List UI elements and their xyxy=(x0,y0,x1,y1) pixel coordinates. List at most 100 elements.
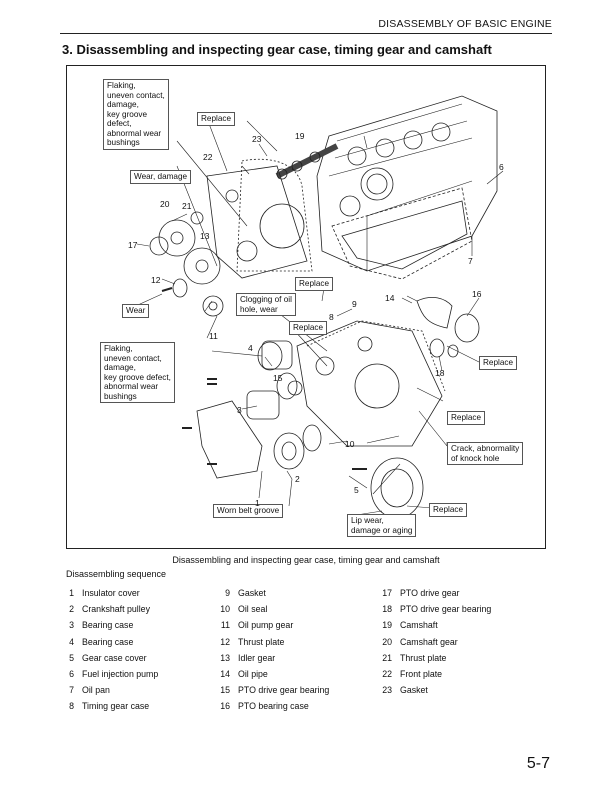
callout-wear-damage: Wear, damage xyxy=(130,170,192,184)
part-number-18: 18 xyxy=(435,368,445,378)
parts-list-label: Gasket xyxy=(400,685,428,696)
parts-list-item: 8 Timing gear case xyxy=(56,701,158,717)
oil-pump-gear-11 xyxy=(202,295,224,317)
callout-replace-10: Replace xyxy=(447,411,486,425)
parts-list-item: 21 Thrust plate xyxy=(374,653,491,669)
part-number-7: 7 xyxy=(468,256,473,266)
part-number-16: 16 xyxy=(472,289,482,299)
parts-list-number: 1 xyxy=(69,588,74,598)
parts-list-number: 8 xyxy=(69,701,74,712)
part-number-5: 5 xyxy=(354,485,359,495)
callout-lip-wear: Lip wear, damage or aging xyxy=(347,514,417,537)
pto-bearing-case-16 xyxy=(454,313,480,343)
part-number-11: 11 xyxy=(209,331,218,341)
parts-list-label: Timing gear case xyxy=(82,701,150,712)
parts-list-item: 7 Oil pan xyxy=(56,685,158,701)
parts-list-label: Gasket xyxy=(238,588,266,598)
callout-worn-belt: Worn belt groove xyxy=(213,504,284,518)
part-number-23: 23 xyxy=(252,134,262,144)
parts-list-number: 2 xyxy=(69,604,74,615)
callout-replace-23: Replace xyxy=(197,112,236,126)
parts-list-number: 5 xyxy=(69,652,74,663)
oil-seal-10 xyxy=(302,424,322,452)
part-number-19: 19 xyxy=(295,131,305,141)
camshaft xyxy=(275,143,339,180)
callout-flaking-top: Flaking, uneven contact, damage, key gro… xyxy=(103,79,169,150)
part-number-2: 2 xyxy=(295,474,300,484)
exploded-view-drawing xyxy=(126,95,504,519)
parts-list-label: Thrust plate xyxy=(400,652,447,663)
part-number-8: 8 xyxy=(329,312,334,322)
part-number-14: 14 xyxy=(385,293,395,303)
page-number: 5-7 xyxy=(526,755,550,772)
callout-replace-7: Replace xyxy=(295,277,334,291)
callout-clogging-text: Clogging of oil hole, wear xyxy=(240,295,292,314)
parts-list-item: 2 Crankshaft pulley xyxy=(56,604,158,620)
parts-list-label: PTO drive gear bearing xyxy=(400,604,492,615)
parts-list-label: Gear case cover xyxy=(82,652,147,663)
part-number-12: 12 xyxy=(151,275,161,285)
parts-list-number: 13 xyxy=(220,652,230,663)
parts-list-label: Camshaft xyxy=(400,620,438,631)
pto-bearing-18 xyxy=(429,338,445,358)
bearing-case-3 xyxy=(246,390,280,420)
callout-lip-wear-text: Lip wear, damage or aging xyxy=(351,516,413,535)
part-number-10: 10 xyxy=(345,439,355,449)
part-number-20: 20 xyxy=(160,199,170,209)
part-number-6: 6 xyxy=(499,162,504,172)
parts-list-number: 19 xyxy=(382,620,392,631)
part-number-3: 3 xyxy=(237,405,242,415)
parts-list-number: 22 xyxy=(382,668,392,679)
engine-block xyxy=(316,95,498,272)
callout-replace-5: Replace xyxy=(429,503,468,517)
parts-list-number: 23 xyxy=(382,685,392,696)
parts-list-number: 3 xyxy=(69,620,74,631)
parts-list-label: Thrust plate xyxy=(238,636,285,647)
parts-list-label: Oil pump gear xyxy=(238,620,294,631)
parts-list-item: 19 Camshaft xyxy=(374,620,491,636)
header-title: DISASSEMBLY OF BASIC ENGINE xyxy=(378,18,552,30)
callout-clogging: Clogging of oil hole, wear xyxy=(236,293,296,316)
oil-pipe-14 xyxy=(416,296,453,329)
engine-gear-6 xyxy=(360,167,394,201)
parts-list-label: PTO drive gear xyxy=(400,588,460,598)
callout-flaking-bottom-text: Flaking, uneven contact, damage, key gro… xyxy=(104,344,171,401)
parts-list-label: Oil pan xyxy=(82,685,110,696)
parts-list-item: 5 Gear case cover xyxy=(56,653,158,669)
parts-list-item: 13 Idler gear xyxy=(212,653,329,669)
gasket-23 xyxy=(236,158,313,272)
parts-list-label: Bearing case xyxy=(82,620,134,631)
parts-list-label: PTO bearing case xyxy=(238,701,309,712)
sequence-title: Disassembling sequence xyxy=(66,569,167,579)
parts-list-number: 7 xyxy=(69,685,74,696)
parts-list-number: 4 xyxy=(69,636,74,647)
parts-list-label: Fuel injection pump xyxy=(82,668,159,679)
oil-pan xyxy=(331,187,473,280)
parts-list-number: 10 xyxy=(220,604,230,615)
parts-list-number: 16 xyxy=(220,701,230,712)
parts-list-label: Camshaft gear xyxy=(400,636,458,647)
bearing-case-4 xyxy=(261,340,293,370)
parts-list-label: Crankshaft pulley xyxy=(82,604,150,615)
parts-list-number: 11 xyxy=(220,620,230,631)
parts-list-label: Oil pipe xyxy=(238,668,268,679)
parts-list-label: PTO drive gear bearing xyxy=(238,685,330,696)
callout-wear: Wear xyxy=(122,304,150,318)
parts-list-item: 11 Oil pump gear xyxy=(212,620,329,636)
parts-list-label: Idler gear xyxy=(238,652,276,663)
callout-crack-text: Crack, abnormality of knock hole xyxy=(451,444,520,463)
camshaft-gear-20 xyxy=(158,219,196,257)
parts-list-number: 21 xyxy=(382,652,392,663)
